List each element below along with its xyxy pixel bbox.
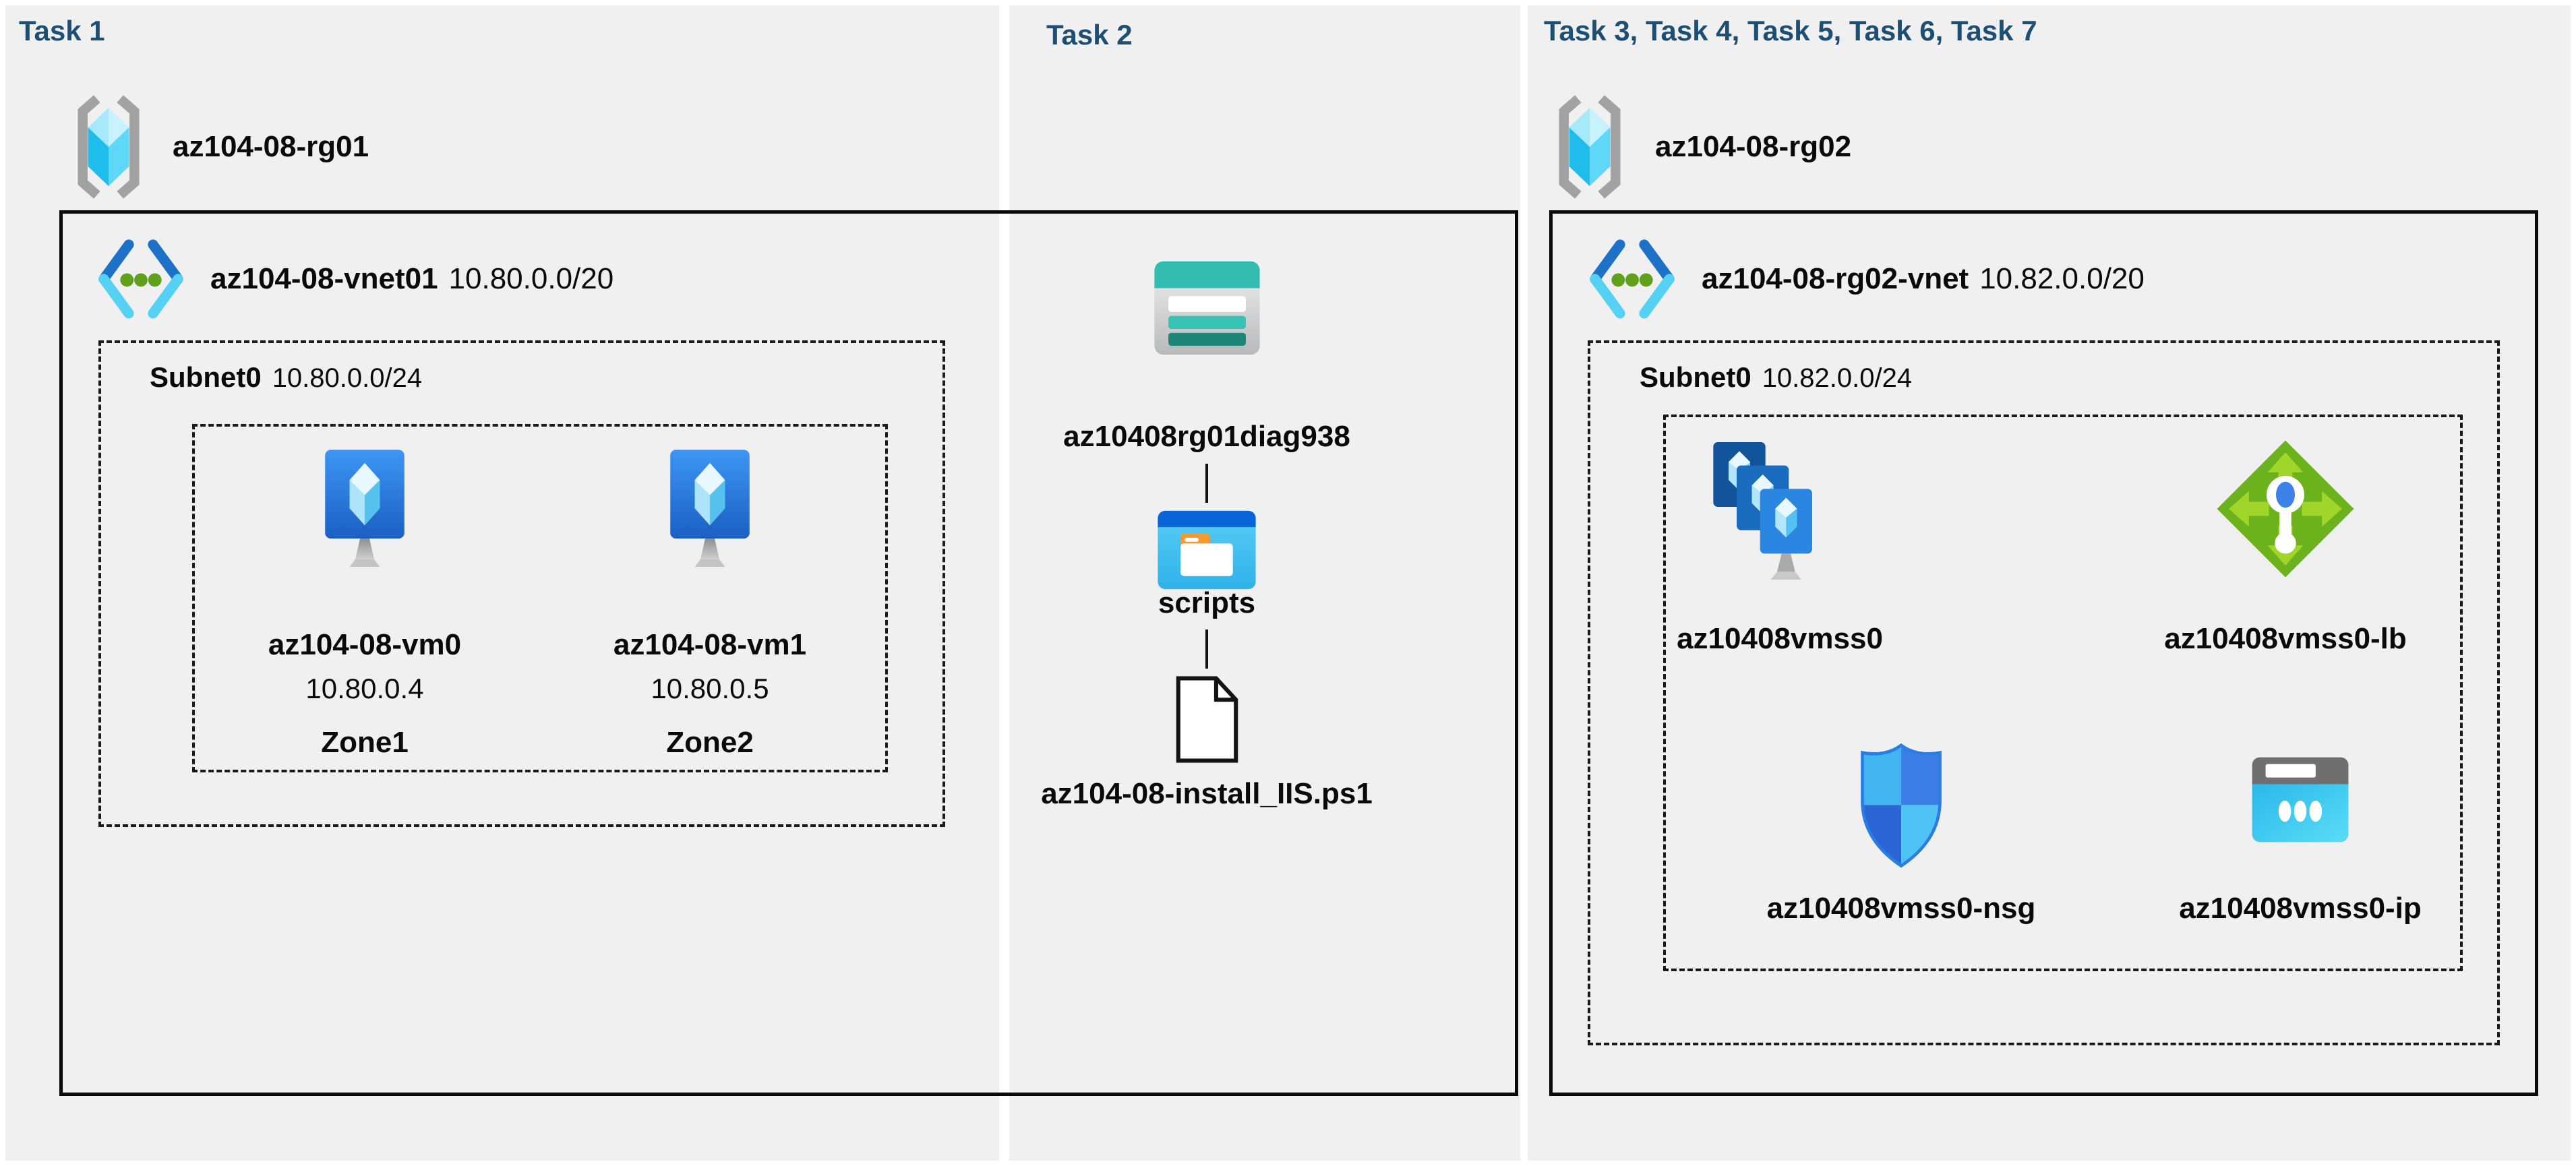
vm0-name: az104-08-vm0	[268, 628, 462, 661]
vm1-name: az104-08-vm1	[613, 628, 807, 661]
vm-icon	[318, 448, 412, 573]
rg02-vnet-name: az104-08-rg02-vnet	[1702, 262, 1969, 295]
subnet0-name-task1: Subnet0	[150, 361, 262, 393]
task1-panel	[5, 5, 999, 1161]
resource-group-icon	[64, 93, 153, 201]
vm1-zone: Zone2	[666, 726, 754, 759]
storage-account-icon	[1151, 257, 1263, 359]
load-balancer-label: az10408vmss0-lb	[2164, 622, 2407, 655]
vm1-ip: 10.80.0.5	[651, 673, 769, 704]
subnet0-cidr-task3: 10.82.0.0/24	[1762, 363, 1913, 393]
load-balancer-icon	[2215, 435, 2356, 583]
vnet01-label: az104-08-vnet01 10.80.0.0/20	[210, 262, 613, 296]
vnet01-name: az104-08-vnet01	[210, 262, 438, 295]
vm-zones-box	[192, 424, 888, 772]
task2-title: Task 2	[1046, 19, 1133, 51]
connector-scripts-to-file	[1205, 630, 1208, 669]
rg01-label: az104-08-rg01	[173, 130, 369, 163]
rg02-vnet-boundary-box	[1549, 210, 2538, 1096]
public-ip-icon	[2246, 751, 2354, 848]
vmss-resources-box	[1663, 415, 2463, 971]
vnet01-boundary-box	[59, 210, 1518, 1096]
subnet0-box-task1	[98, 340, 945, 827]
vmss-icon	[1704, 439, 1839, 596]
nsg-label: az10408vmss0-nsg	[1766, 892, 2036, 925]
subnet0-label-task3: Subnet0 10.82.0.0/24	[1640, 361, 1912, 394]
rg02-vnet-cidr: 10.82.0.0/20	[1979, 262, 2145, 295]
connector-storage-to-scripts	[1205, 464, 1208, 503]
scripts-container-label: scripts	[1158, 586, 1256, 619]
task1-title: Task 1	[19, 15, 105, 47]
virtual-network-icon	[1586, 233, 1679, 326]
file-icon	[1172, 674, 1242, 765]
subnet0-label-task1: Subnet0 10.80.0.0/24	[150, 361, 422, 394]
vm0-ip: 10.80.0.4	[305, 673, 424, 704]
rg02-label: az104-08-rg02	[1655, 130, 1852, 163]
nsg-shield-icon	[1849, 740, 1954, 872]
vm-icon	[663, 448, 757, 573]
task2-panel	[1009, 5, 1520, 1161]
folder-icon	[1156, 509, 1257, 591]
storage-account-label: az10408rg01diag938	[1063, 420, 1350, 453]
vmss-label: az10408vmss0	[1677, 622, 1883, 655]
public-ip-label: az10408vmss0-ip	[2179, 892, 2422, 925]
task3to7-panel	[1528, 5, 2571, 1161]
script-file-label: az104-08-install_IIS.ps1	[1041, 777, 1373, 810]
vm0-zone: Zone1	[321, 726, 409, 759]
subnet0-cidr-task1: 10.80.0.0/24	[272, 363, 423, 393]
subnet0-name-task3: Subnet0	[1640, 361, 1751, 393]
rg02-vnet-label: az104-08-rg02-vnet 10.82.0.0/20	[1702, 262, 2145, 296]
virtual-network-icon	[94, 233, 187, 326]
task3to7-title: Task 3, Task 4, Task 5, Task 6, Task 7	[1544, 15, 2037, 47]
vnet01-cidr: 10.80.0.0/20	[448, 262, 614, 295]
subnet0-box-task3	[1588, 340, 2500, 1045]
resource-group-icon	[1545, 93, 1634, 201]
